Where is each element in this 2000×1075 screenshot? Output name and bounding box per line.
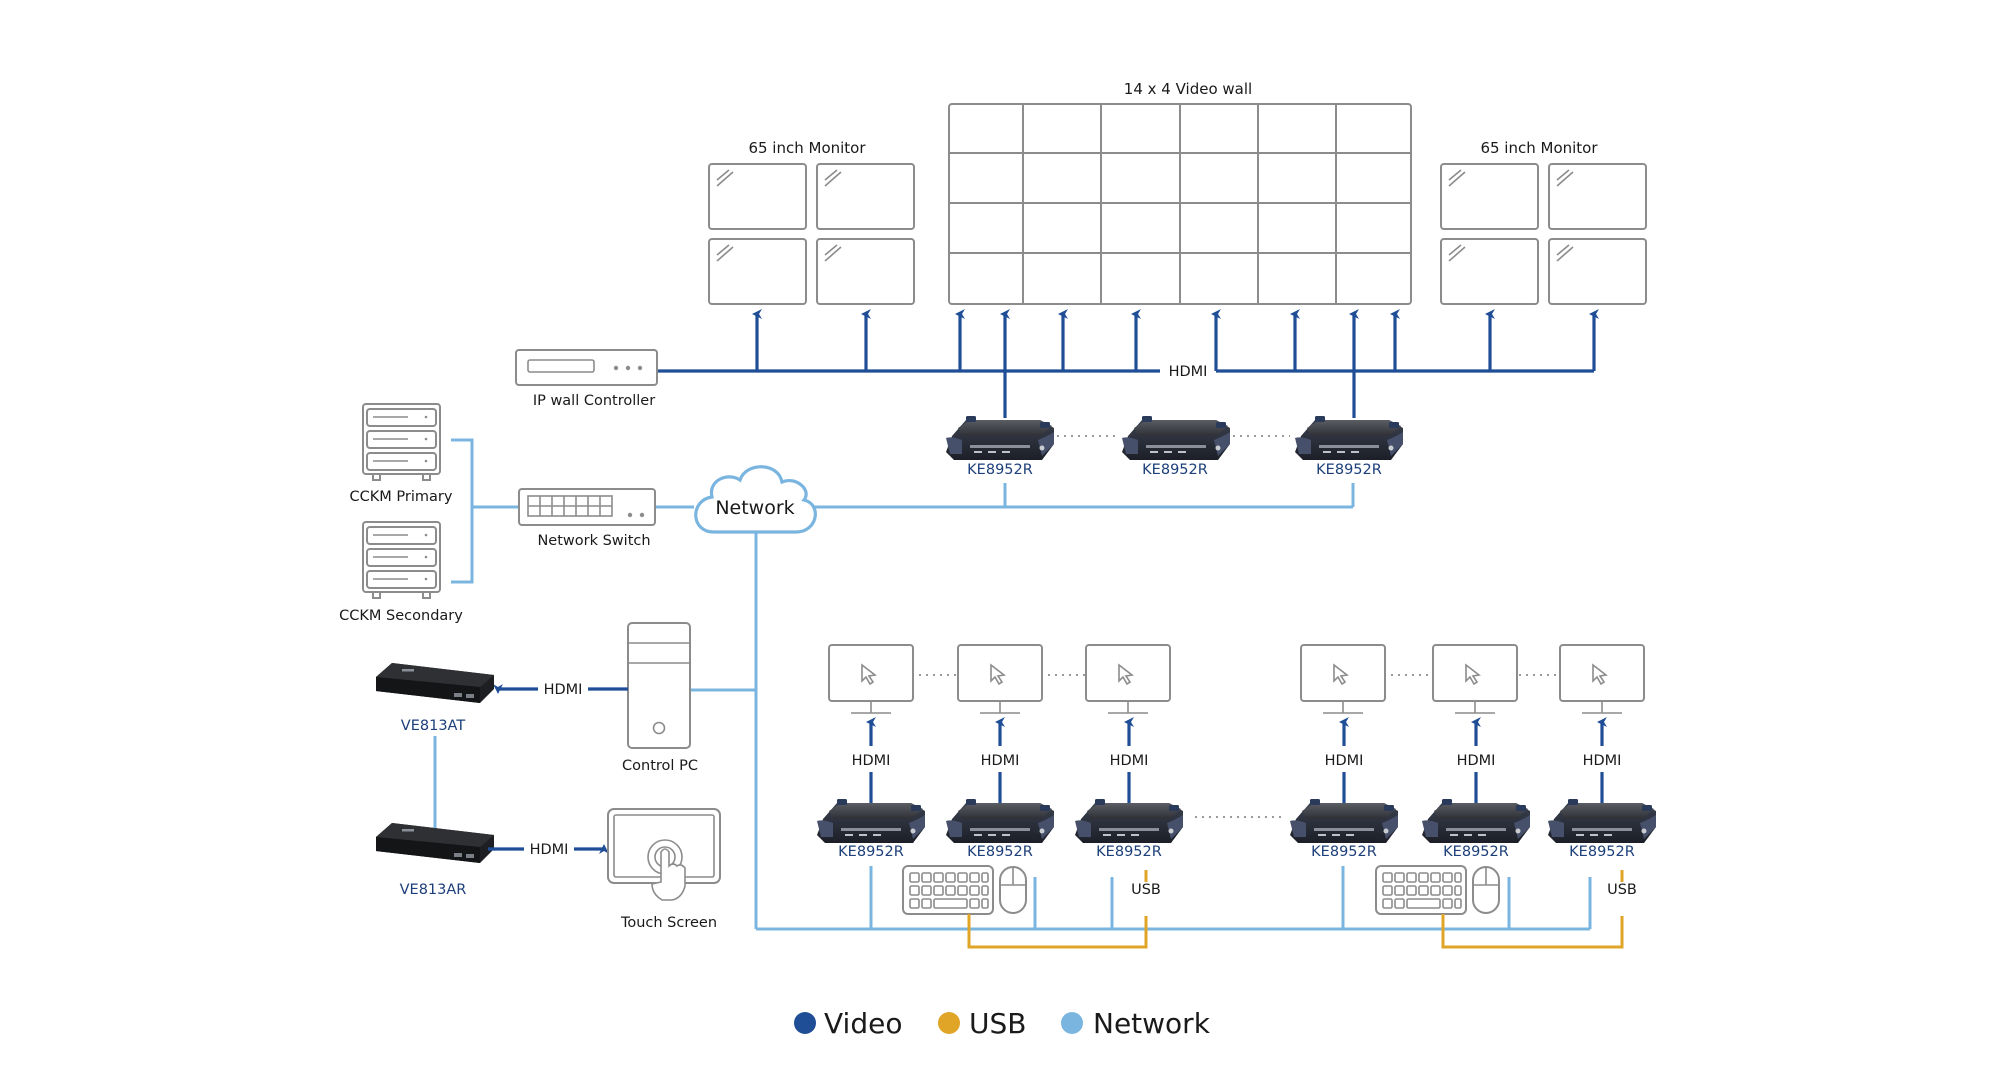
ip-wall-controller	[515, 349, 658, 386]
monitor-65-icon	[708, 163, 807, 230]
hdmi-label-touch: HDMI	[530, 842, 569, 858]
hdmi-label: HDMI	[1457, 753, 1496, 769]
legend: Video USB Network	[794, 1007, 1211, 1040]
desktop-monitor-icon	[1559, 644, 1645, 714]
legend-label-network: Network	[1093, 1007, 1211, 1040]
hdmi-label: HDMI	[1583, 753, 1622, 769]
legend-swatch-network	[1061, 1012, 1083, 1034]
hdmi-video-bus	[657, 309, 1599, 418]
control-pc-icon	[627, 622, 691, 749]
usb-label: USB	[1607, 882, 1637, 898]
monitor-65-icon	[1440, 163, 1539, 230]
touch-screen-label: Touch Screen	[620, 915, 717, 931]
cckm-secondary-server-icon	[362, 521, 441, 599]
keyboard-icon	[902, 865, 994, 915]
ke8952r-device-icon	[946, 799, 1054, 843]
ve813ar-device-icon	[376, 823, 494, 863]
workstation-model: KE8952R	[1443, 844, 1509, 860]
hdmi-label: HDMI	[1325, 753, 1364, 769]
right-monitors-label: 65 inch Monitor	[1480, 139, 1598, 157]
ke8952r-device-icon	[1295, 416, 1403, 460]
ke8952r-device-icon	[1422, 799, 1530, 843]
ke8952r-device-icon	[817, 799, 925, 843]
wall-receiver-model: KE8952R	[967, 462, 1033, 478]
monitor-65-icon	[816, 238, 915, 305]
workstation-hdmi-links	[866, 717, 1607, 806]
video-wall-grid	[948, 103, 1412, 305]
workstation-model: KE8952R	[1569, 844, 1635, 860]
wall-receiver-model: KE8952R	[1142, 462, 1208, 478]
desktop-monitor-icon	[1432, 644, 1518, 714]
usb-label: USB	[1131, 882, 1161, 898]
cckm-primary-server-icon	[362, 403, 441, 481]
workstation-monitors	[828, 644, 1645, 714]
monitor-65-icon	[1548, 163, 1647, 230]
ke8952r-device-icon	[1548, 799, 1656, 843]
desktop-monitor-icon	[1085, 644, 1171, 714]
workstation-model: KE8952R	[838, 844, 904, 860]
workstation-model: KE8952R	[1096, 844, 1162, 860]
ke8952r-device-icon	[946, 416, 1054, 460]
workstation-model: KE8952R	[1311, 844, 1377, 860]
control-pc-label: Control PC	[622, 758, 698, 774]
desktop-monitor-icon	[1300, 644, 1386, 714]
wall-receiver-model: KE8952R	[1316, 462, 1382, 478]
legend-label-usb: USB	[969, 1007, 1026, 1040]
mouse-icon	[1472, 866, 1500, 914]
ip-wall-controller-icon	[515, 349, 658, 386]
ve813at-label: VE813AT	[401, 718, 466, 734]
monitor-65-icon	[1548, 238, 1647, 305]
network-switch-label: Network Switch	[537, 533, 650, 549]
ke8952r-device-icon	[1075, 799, 1183, 843]
network-switch	[518, 488, 656, 526]
desktop-monitor-icon	[828, 644, 914, 714]
left-monitors-label: 65 inch Monitor	[748, 139, 866, 157]
right-monitor-bank	[1440, 163, 1647, 305]
hdmi-label: HDMI	[981, 753, 1020, 769]
keyboard-icon	[1375, 865, 1467, 915]
network-cloud-icon	[694, 465, 817, 534]
network-cloud-label: Network	[715, 497, 794, 519]
left-monitor-bank	[708, 163, 915, 305]
ve813at-device-icon	[376, 663, 494, 703]
legend-label-video: Video	[824, 1007, 902, 1040]
ve813ar-label: VE813AR	[400, 882, 467, 898]
ke8952r-device-icon	[1122, 416, 1230, 460]
mouse-icon	[999, 866, 1027, 914]
touch-screen-icon	[607, 808, 721, 901]
video-wall-label: 14 x 4 Video wall	[1124, 80, 1252, 98]
legend-swatch-usb	[938, 1012, 960, 1034]
desktop-monitor-icon	[957, 644, 1043, 714]
legend-swatch-video	[794, 1012, 816, 1034]
monitor-65-icon	[708, 238, 807, 305]
monitor-65-icon	[1440, 238, 1539, 305]
network-links	[433, 438, 1592, 931]
hdmi-label: HDMI	[852, 753, 891, 769]
usb-links	[967, 870, 1624, 949]
hdmi-label: HDMI	[1110, 753, 1149, 769]
workstation-model: KE8952R	[967, 844, 1033, 860]
monitor-65-icon	[816, 163, 915, 230]
ip-wall-controller-label: IP wall Controller	[533, 393, 655, 409]
hdmi-label-pc: HDMI	[544, 682, 583, 698]
ke8952r-device-icon	[1290, 799, 1398, 843]
cckm-secondary-label: CCKM Secondary	[339, 608, 463, 624]
cckm-primary-label: CCKM Primary	[350, 489, 453, 505]
hdmi-bus-label: HDMI	[1169, 364, 1208, 380]
